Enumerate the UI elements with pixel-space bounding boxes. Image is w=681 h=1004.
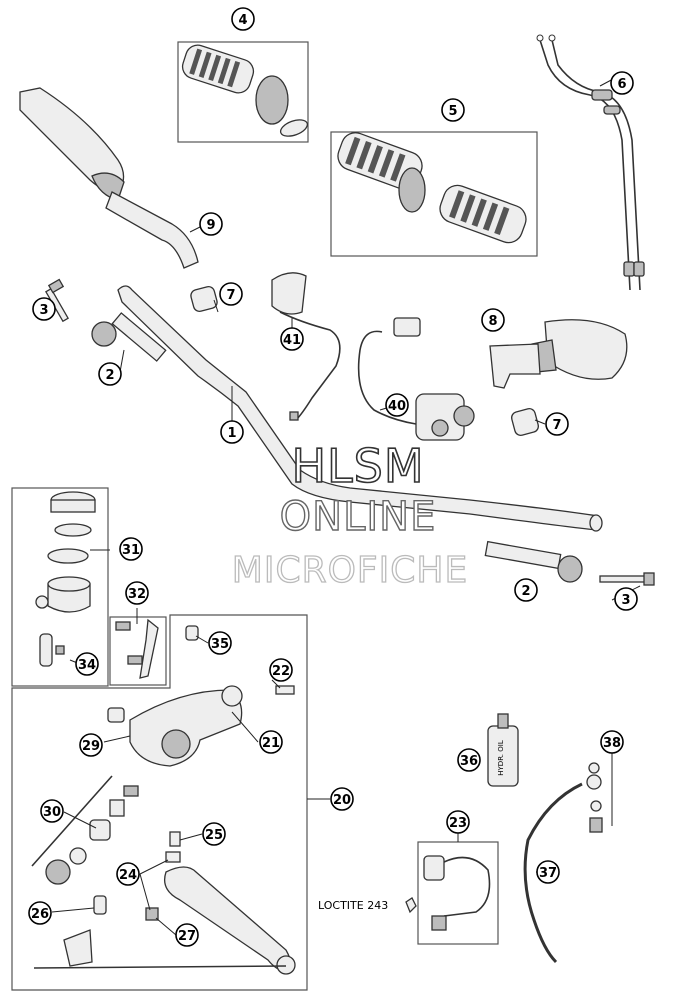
callout-3-right: 3 [614,587,638,611]
callout-40: 40 [385,393,409,417]
bar-end-right-part [484,540,583,583]
mirror-right-part [489,319,628,389]
switch-40-part [357,317,475,441]
callout-35: 35 [208,631,232,655]
clutch-lever-part [145,831,296,975]
bar-end-left-part [91,312,167,362]
grip-left-part [337,132,426,213]
callout-40-label: 40 [388,399,406,414]
callout-27: 27 [175,923,199,947]
callout-31-label: 31 [122,543,140,558]
callout-7-right: 7 [545,412,569,436]
watermark: HLSM ONLINE MICROFICHE [231,438,468,591]
callout-21-label: 21 [262,736,280,751]
box-clutch-assembly [11,614,308,991]
oil-bottle-part: HYDR. OIL [487,713,519,787]
callout-21: 21 [259,730,283,754]
callout-2-left: 2 [98,362,122,386]
callout-7-left: 7 [219,282,243,306]
box-throttle-grip [177,41,309,143]
brake-line-part [523,762,603,964]
callout-2-right-label: 2 [521,584,530,599]
master-cylinder-part [107,625,295,767]
callout-23: 23 [446,810,470,834]
callout-22: 22 [269,658,293,682]
adjuster-part [33,895,287,969]
callout-2-right: 2 [514,578,538,602]
callout-26-label: 26 [31,907,49,922]
callout-7-left-label: 7 [226,288,235,303]
callout-8: 8 [481,308,505,332]
callout-9: 9 [199,212,223,236]
callout-38: 38 [600,730,624,754]
bar-end-weight-right-part [511,408,539,436]
callout-2-left-label: 2 [105,368,114,383]
callout-41: 41 [280,327,304,351]
callout-32-label: 32 [128,587,146,602]
callout-1-label: 1 [227,426,236,441]
oil-bottle-label: HYDR. OIL [497,740,505,776]
callout-37: 37 [536,860,560,884]
piston-kit-part [31,775,139,885]
callout-3-left: 3 [32,297,56,321]
callout-1: 1 [220,420,244,444]
box-grips [330,131,538,257]
callout-38-label: 38 [603,736,621,751]
watermark-line1: HLSM [291,439,424,493]
callout-24-label: 24 [119,868,137,883]
callout-5: 5 [441,98,465,122]
callout-22-label: 22 [272,664,290,679]
callout-24: 24 [116,862,140,886]
callout-20: 20 [330,787,354,811]
callout-8-label: 8 [488,314,497,329]
box-bracket [109,616,167,686]
loctite-note: LOCTITE 243 [318,899,388,912]
grip-right-part [439,184,527,244]
clutch-switch-part [423,855,491,931]
callout-30-label: 30 [43,805,61,820]
bar-end-weight-left-part [190,285,218,313]
callout-30: 30 [40,799,64,823]
callout-29: 29 [79,733,103,757]
watermark-line2: ONLINE [280,494,437,540]
callout-31: 31 [119,537,143,561]
callout-23-label: 23 [449,816,467,831]
callout-32: 32 [125,581,149,605]
callout-34: 34 [75,652,99,676]
mirror-left-part [19,87,199,269]
callout-36: 36 [457,748,481,772]
callout-6: 6 [610,71,634,95]
callout-35-label: 35 [211,637,229,652]
box-reservoir [11,487,109,687]
callout-25: 25 [202,822,226,846]
callout-20-label: 20 [333,793,351,808]
loctite-drop-icon [405,897,417,914]
callout-29-label: 29 [82,739,100,754]
callout-37-label: 37 [539,866,557,881]
callout-4-label: 4 [238,13,247,28]
callout-27-label: 27 [178,929,196,944]
callout-41-label: 41 [283,333,301,348]
throttle-grip-part [181,44,309,137]
bolt-right-part [599,572,655,586]
bracket-part [115,618,159,679]
callout-26: 26 [28,901,52,925]
callout-5-label: 5 [448,104,457,119]
throttle-cables-part [536,34,645,291]
callout-3-right-label: 3 [621,593,630,608]
handlebar-part [117,285,603,532]
callout-7-right-label: 7 [552,418,561,433]
callout-34-label: 34 [78,658,96,673]
callout-36-label: 36 [460,754,478,769]
callout-6-label: 6 [617,77,626,92]
reservoir-part [35,491,96,667]
callout-25-label: 25 [205,828,223,843]
callout-3-left-label: 3 [39,303,48,318]
connector-41-part [271,272,341,421]
callout-9-label: 9 [206,218,215,233]
callout-4: 4 [231,7,255,31]
watermark-line3: MICROFICHE [232,550,468,591]
